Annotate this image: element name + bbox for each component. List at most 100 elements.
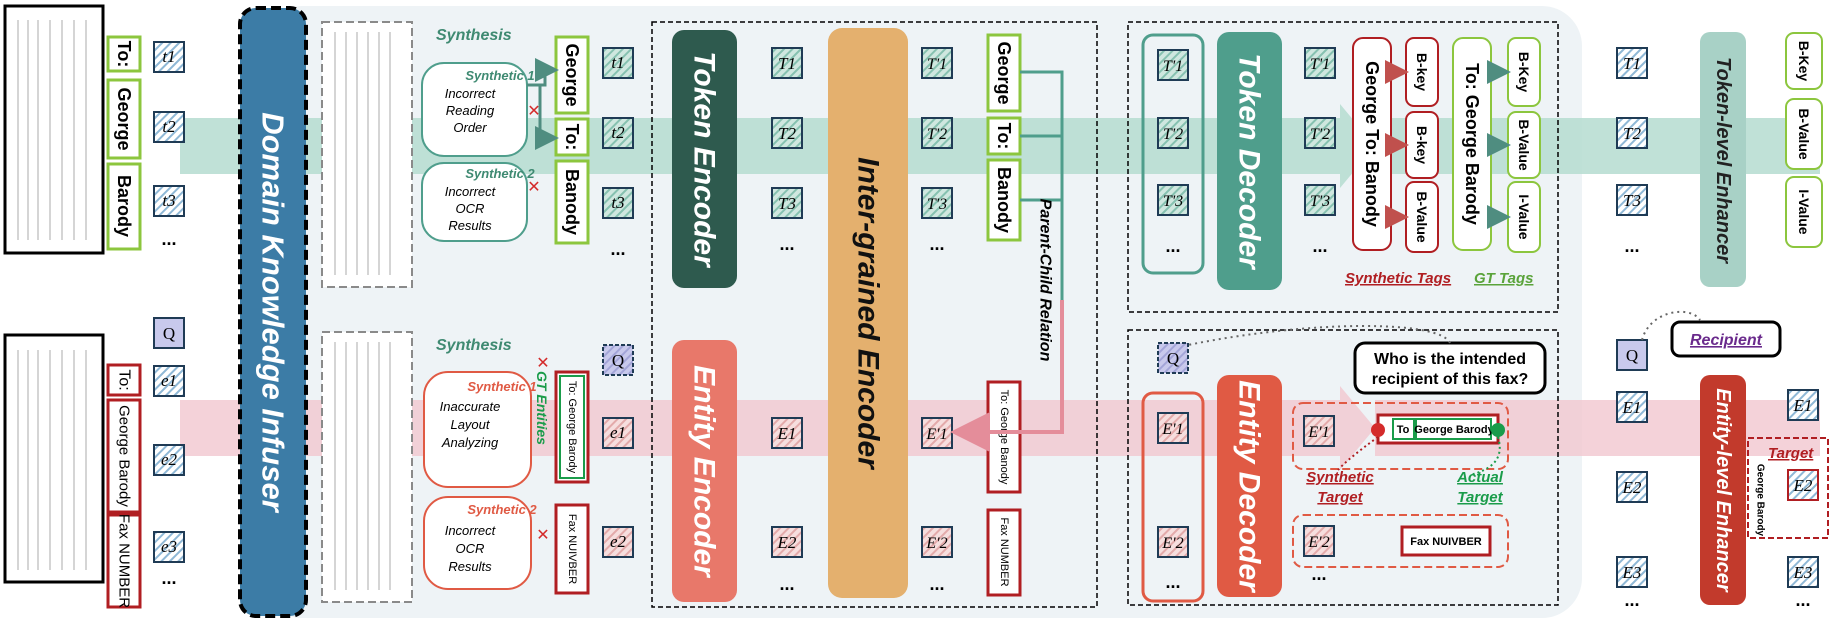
T-hat-3: T3 — [771, 187, 803, 219]
token-encoder-block: Token Encoder — [672, 30, 737, 288]
token-embedding-t2: t2 — [153, 111, 185, 143]
entity-embedding-e3: e3 — [153, 531, 185, 563]
document-thumbnail-bottom — [3, 333, 105, 584]
svg-text:Inaccurate: Inaccurate — [440, 399, 501, 414]
svg-text:Fax NUMBER: Fax NUMBER — [116, 514, 133, 608]
svg-text:Fax NUIVBER: Fax NUIVBER — [566, 514, 578, 584]
synthetic-tag-box: B-Value — [1405, 181, 1439, 253]
svg-text:B-Key: B-Key — [1796, 41, 1812, 82]
svg-text:T1: T1 — [778, 54, 796, 73]
cand-E-prime-1: E'1 — [1303, 415, 1335, 447]
entity-candidate-group — [1292, 402, 1509, 470]
E-hat-2: E2 — [771, 526, 803, 558]
ellipsis: ... — [161, 229, 176, 249]
svg-text:Q: Q — [1626, 346, 1638, 365]
candidate-entity-chip: Fax NUIVBER — [1400, 525, 1492, 557]
input-entity-box: To: — [106, 363, 142, 397]
mid-word-box: To: — [986, 116, 1022, 156]
svg-text:Barody: Barody — [114, 175, 134, 237]
entity-embedding-e1: e1 — [153, 365, 185, 397]
token-hat-t3: t3 — [602, 187, 634, 219]
T-prime-1: T'1 — [921, 47, 953, 79]
svg-text:To:: To: — [114, 41, 134, 68]
token-prime-group — [1141, 33, 1205, 275]
svg-text:To: George Banody: To: George Banody — [998, 390, 1010, 485]
svg-text:t2: t2 — [162, 117, 176, 136]
svg-text:Synthetic 2: Synthetic 2 — [465, 166, 535, 181]
entity-level-enhancer: Entity-level Enhancer — [1700, 375, 1746, 605]
svg-text:Token Decoder: Token Decoder — [1233, 53, 1266, 271]
recipient-link — [1641, 310, 1701, 341]
ellipsis: ... — [779, 234, 794, 254]
svg-text:e2: e2 — [161, 450, 178, 469]
ellipsis: ... — [1165, 572, 1180, 592]
gt-entities-label: GT Entities — [534, 371, 550, 445]
swap-arrow — [527, 83, 559, 150]
svg-text:Synthetic 2: Synthetic 2 — [467, 502, 537, 517]
svg-text:B-key: B-key — [1414, 53, 1430, 91]
synthetic-tag-box: B-key — [1405, 111, 1439, 179]
synthetic-word-box: George — [554, 35, 590, 115]
ellipsis: ... — [929, 574, 944, 594]
svg-text:E3: E3 — [1622, 563, 1642, 582]
dec-T-prime-1: T'1 — [1157, 49, 1189, 81]
mid-entity-box: Fax NUMBER — [986, 508, 1022, 597]
svg-text:Fax NUIVBER: Fax NUIVBER — [1410, 536, 1482, 548]
svg-text:George: George — [114, 87, 134, 150]
synthetic-2-card: Synthetic 2 Incorrect OCR Results — [423, 496, 537, 590]
synthetic-document-top — [321, 21, 413, 288]
token-flow-band-right — [1375, 118, 1820, 174]
E-prime-1: E'1 — [921, 417, 953, 449]
ellipsis: ... — [1624, 590, 1639, 610]
dec-T-out-1: T'1 — [1304, 47, 1336, 79]
svg-text:B-key: B-key — [1414, 126, 1430, 164]
document-thumbnail-top — [3, 4, 105, 255]
svg-text:Inter-grained Encoder: Inter-grained Encoder — [852, 157, 885, 471]
svg-text:Recipient: Recipient — [1690, 332, 1763, 349]
target-text: George Barody — [1755, 464, 1766, 537]
synthetic-word-box: To: — [554, 117, 590, 157]
ellipsis: ... — [1165, 236, 1180, 256]
actual-target-label: Target — [1457, 489, 1503, 506]
svg-text:To:: To: — [116, 369, 133, 390]
ellipsis: ... — [929, 234, 944, 254]
enh-T-3: T3 — [1616, 184, 1648, 216]
T-prime-2: T'2 — [921, 117, 953, 149]
output-E-2: E2 — [1787, 469, 1819, 501]
enh-T-1: T1 — [1616, 47, 1648, 79]
actual-target-label: Actual — [1456, 469, 1504, 486]
entity-prime-group — [1141, 391, 1205, 603]
svg-text:T'3: T'3 — [927, 196, 947, 213]
enh-E-1: E1 — [1616, 391, 1648, 423]
svg-text:E'1: E'1 — [1161, 421, 1183, 438]
ellipsis: ... — [161, 568, 176, 588]
output-E-1: E1 — [1787, 389, 1819, 421]
dec-T-prime-2: T'2 — [1157, 117, 1189, 149]
svg-text:B-Value: B-Value — [1414, 191, 1430, 243]
svg-text:Synthetic 1: Synthetic 1 — [465, 68, 534, 83]
svg-text:T3: T3 — [1623, 191, 1641, 210]
svg-text:Domain Knowledge Infuser: Domain Knowledge Infuser — [256, 112, 291, 514]
svg-text:To:: To: — [562, 124, 582, 151]
entity-hat-e1: e1 — [602, 417, 634, 449]
svg-text:E2: E2 — [1622, 478, 1642, 497]
svg-text:recipient of this fax?: recipient of this fax? — [1372, 371, 1528, 388]
svg-text:To: George Barody: To: George Barody — [1462, 63, 1482, 225]
svg-text:t3: t3 — [162, 191, 175, 210]
svg-text:To:: To: — [994, 123, 1014, 150]
svg-text:T'3: T'3 — [1310, 193, 1330, 210]
svg-text:Layout: Layout — [450, 417, 490, 432]
token-embedding-t3: t3 — [153, 185, 185, 217]
svg-text:E1: E1 — [777, 424, 797, 443]
svg-text:Incorrect: Incorrect — [445, 523, 497, 538]
svg-text:E2: E2 — [777, 533, 797, 552]
ellipsis: ... — [1795, 590, 1810, 610]
svg-text:Entity-level Enhancer: Entity-level Enhancer — [1712, 388, 1734, 593]
svg-text:Q: Q — [1167, 349, 1179, 368]
T-hat-2: T2 — [771, 117, 803, 149]
svg-text:Order: Order — [453, 120, 487, 135]
synthetic-target-link — [1337, 436, 1379, 471]
entity-box-synthetic: To: George Barody — [554, 370, 590, 484]
svg-text:E'1: E'1 — [1307, 424, 1329, 441]
token-level-enhancer: Token-level Enhancer — [1700, 32, 1746, 287]
